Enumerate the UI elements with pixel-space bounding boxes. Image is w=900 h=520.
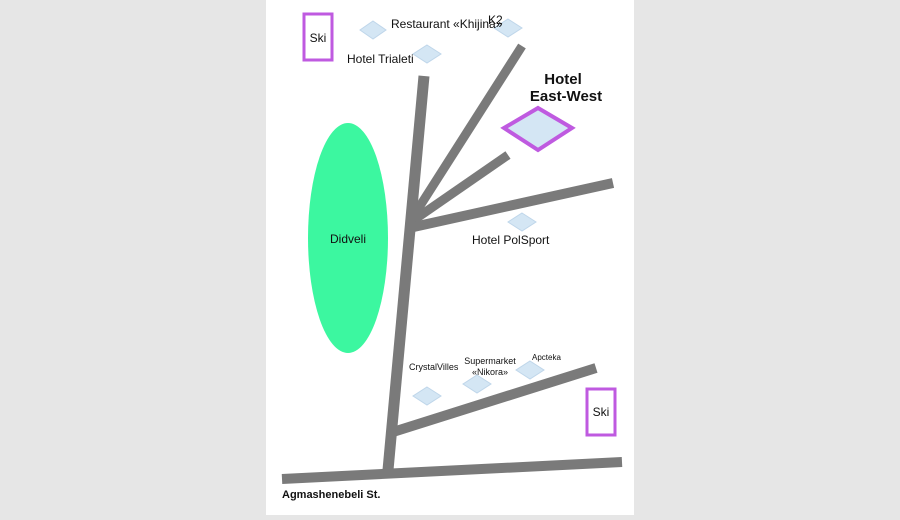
label-restaurant: Restaurant «Khijina»	[391, 17, 503, 31]
label-didveli: Didveli	[330, 232, 366, 246]
label-hotel-east-west-2: East-West	[530, 88, 602, 105]
label-apcteka: Apcteka	[532, 353, 561, 362]
label-ski-top: Ski	[310, 31, 327, 45]
building-marker-crystalvilles	[412, 386, 442, 406]
building-marker-apcteka	[515, 360, 545, 380]
label-supermarket-2: «Nikora»	[472, 367, 508, 377]
ski-area-bottom	[585, 387, 617, 437]
road-branch-lower	[391, 363, 598, 437]
label-street-agmashenebeli: Agmashenebeli St.	[282, 489, 380, 501]
park-didveli	[308, 123, 388, 353]
building-marker-restaurant	[359, 20, 387, 40]
road-main-vertical	[382, 75, 430, 471]
road-branch-northeast	[407, 43, 526, 223]
diamond-highlight-icon	[500, 105, 576, 153]
label-ski-bottom: Ski	[593, 405, 610, 419]
label-supermarket-1: Supermarket	[464, 356, 516, 366]
building-marker-trialeti	[412, 44, 442, 64]
label-hotel-trialeti: Hotel Trialeti	[347, 52, 414, 66]
roads	[281, 43, 623, 484]
building-marker-polsport	[507, 212, 537, 232]
label-hotel-polsport: Hotel PolSport	[472, 233, 550, 247]
building-marker-supermarket	[462, 374, 492, 394]
label-hotel-east-west-1: Hotel	[544, 71, 582, 88]
label-crystalvilles: CrystalVilles	[409, 362, 459, 372]
road-branch-east	[407, 178, 615, 233]
road-branch-short	[408, 151, 511, 226]
ski-area-top	[302, 12, 334, 62]
road-agmashenebeli	[281, 457, 623, 484]
label-k2: K2	[488, 13, 503, 27]
building-marker-k2	[493, 18, 523, 38]
